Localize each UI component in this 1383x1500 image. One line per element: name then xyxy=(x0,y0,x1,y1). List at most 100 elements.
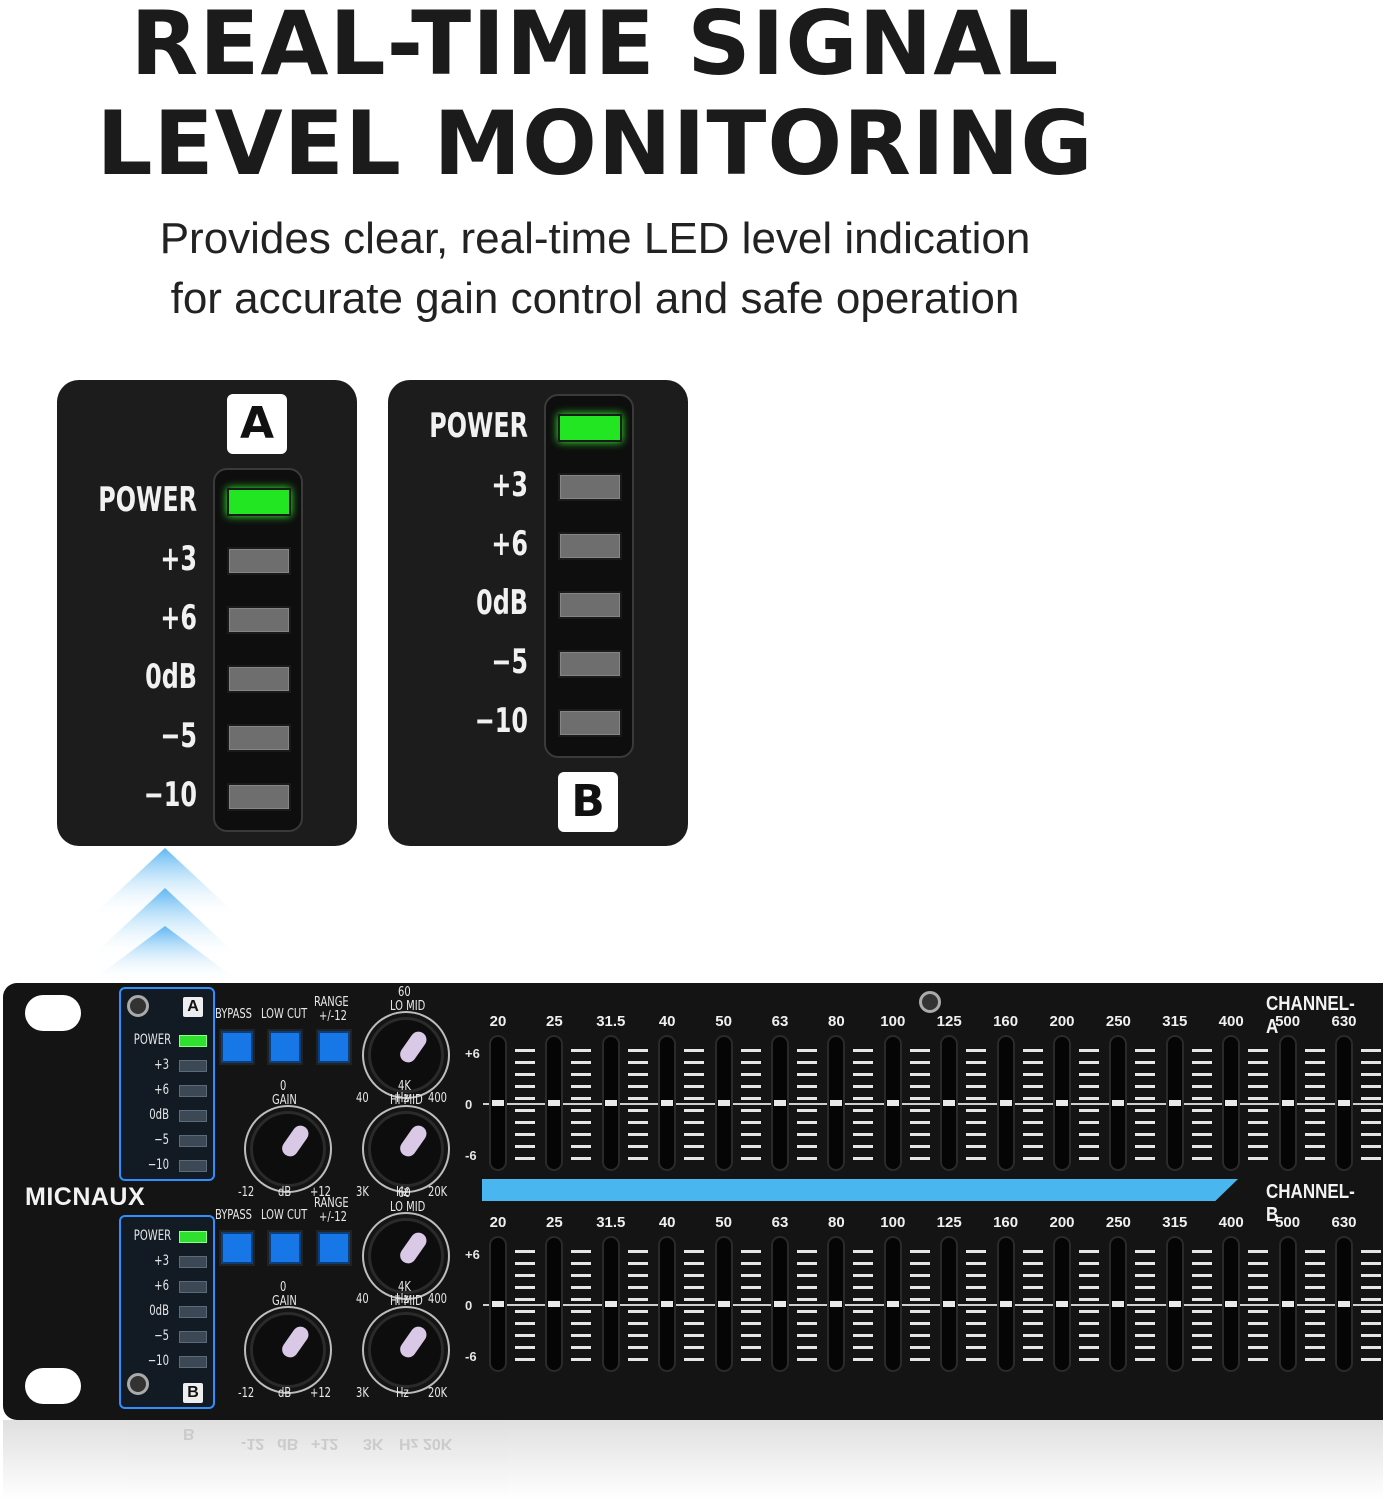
slider-cap[interactable] xyxy=(1168,1100,1181,1106)
slider-cap[interactable] xyxy=(548,1301,561,1307)
slider-cap[interactable] xyxy=(999,1301,1012,1307)
low-cut-button[interactable] xyxy=(269,1031,301,1063)
level-label: −10 xyxy=(474,701,528,741)
slider-cap[interactable] xyxy=(1112,1100,1125,1106)
frequency-slider[interactable] xyxy=(1055,1238,1069,1370)
range-button[interactable] xyxy=(318,1031,350,1063)
level-led xyxy=(227,488,291,516)
slider-cap[interactable] xyxy=(774,1100,786,1106)
slider-cap[interactable] xyxy=(717,1100,730,1106)
frequency-slider[interactable] xyxy=(1111,1238,1126,1370)
zero-line xyxy=(483,1304,1383,1306)
slider-cap[interactable] xyxy=(943,1100,956,1106)
slider-cap[interactable] xyxy=(604,1100,617,1106)
frequency-slider[interactable] xyxy=(1224,1037,1239,1169)
gain-knob[interactable] xyxy=(250,1312,326,1388)
slider-cap[interactable] xyxy=(943,1301,956,1307)
frequency-label: 630 xyxy=(1331,1214,1357,1231)
frequency-slider[interactable] xyxy=(660,1238,675,1370)
lo-mid-knob[interactable] xyxy=(368,1017,444,1093)
frequency-slider[interactable] xyxy=(885,1037,900,1169)
frequency-slider[interactable] xyxy=(547,1037,562,1169)
frequency-slider[interactable] xyxy=(1337,1037,1351,1169)
frequency-slider[interactable] xyxy=(491,1037,505,1169)
mini-level-led xyxy=(179,1160,207,1172)
slider-cap[interactable] xyxy=(774,1301,786,1307)
frequency-slider[interactable] xyxy=(716,1037,731,1169)
gain-knob-label: GAIN xyxy=(272,1294,297,1309)
slider-cap[interactable] xyxy=(1338,1100,1350,1106)
frequency-slider[interactable] xyxy=(942,1037,957,1169)
slider-cap[interactable] xyxy=(492,1100,504,1106)
level-label: −10 xyxy=(143,775,197,815)
frequency-slider[interactable] xyxy=(998,1037,1013,1169)
lo-mid-knob-max: 400 xyxy=(428,1292,447,1307)
hi-mid-knob-label: HI MID xyxy=(390,1294,423,1309)
frequency-slider[interactable] xyxy=(773,1238,787,1370)
lo-mid-knob[interactable] xyxy=(368,1218,444,1294)
range-label: RANGE xyxy=(314,1196,349,1211)
slider-cap[interactable] xyxy=(548,1100,561,1106)
frequency-slider[interactable] xyxy=(716,1238,731,1370)
frequency-slider[interactable] xyxy=(547,1238,562,1370)
hi-mid-knob[interactable] xyxy=(368,1312,444,1388)
slider-cap[interactable] xyxy=(492,1301,504,1307)
level-led xyxy=(558,709,622,737)
slider-cap[interactable] xyxy=(604,1301,617,1307)
frequency-slider[interactable] xyxy=(1280,1037,1295,1169)
slider-cap[interactable] xyxy=(661,1100,674,1106)
frequency-slider[interactable] xyxy=(1167,1037,1182,1169)
slider-cap[interactable] xyxy=(1225,1301,1238,1307)
bypass-button[interactable] xyxy=(221,1031,253,1063)
frequency-slider[interactable] xyxy=(603,1037,618,1169)
gain-knob[interactable] xyxy=(250,1111,326,1187)
slider-cap[interactable] xyxy=(886,1301,899,1307)
frequency-slider[interactable] xyxy=(1224,1238,1239,1370)
db-scale-label: -6 xyxy=(465,1349,477,1364)
slider-cap[interactable] xyxy=(1338,1301,1350,1307)
hi-mid-knob[interactable] xyxy=(368,1111,444,1187)
slider-cap[interactable] xyxy=(1112,1301,1125,1307)
level-led xyxy=(558,414,622,442)
level-led xyxy=(227,665,291,693)
slider-cap[interactable] xyxy=(999,1100,1012,1106)
slider-ticks xyxy=(740,1250,761,1370)
frequency-slider[interactable] xyxy=(829,1238,844,1370)
slider-cap[interactable] xyxy=(1281,1301,1294,1307)
mini-level-led xyxy=(179,1135,207,1147)
low-cut-button[interactable] xyxy=(269,1232,301,1264)
frequency-slider[interactable] xyxy=(1337,1238,1351,1370)
frequency-slider[interactable] xyxy=(603,1238,618,1370)
frequency-slider[interactable] xyxy=(885,1238,900,1370)
frequency-slider[interactable] xyxy=(998,1238,1013,1370)
frequency-slider[interactable] xyxy=(491,1238,505,1370)
bypass-button[interactable] xyxy=(221,1232,253,1264)
slider-cap[interactable] xyxy=(1225,1100,1238,1106)
slider-cap[interactable] xyxy=(830,1100,843,1106)
headline-line-1: REAL-TIME SIGNAL xyxy=(130,0,1060,95)
lo-mid-knob-label: LO MID xyxy=(390,999,426,1014)
gain-knob-pointer xyxy=(279,1323,312,1361)
frequency-slider[interactable] xyxy=(1280,1238,1295,1370)
slider-cap[interactable] xyxy=(830,1301,843,1307)
frequency-slider[interactable] xyxy=(942,1238,957,1370)
mini-level-label: −10 xyxy=(147,1353,169,1369)
frequency-slider[interactable] xyxy=(773,1037,787,1169)
frequency-label: 63 xyxy=(771,1013,789,1030)
range-button[interactable] xyxy=(318,1232,350,1264)
slider-cap[interactable] xyxy=(886,1100,899,1106)
frequency-slider[interactable] xyxy=(829,1037,844,1169)
slider-cap[interactable] xyxy=(1056,1301,1068,1307)
level-label: +6 xyxy=(491,524,528,564)
slider-cap[interactable] xyxy=(661,1301,674,1307)
slider-cap[interactable] xyxy=(717,1301,730,1307)
rack-ear-hole xyxy=(25,1368,81,1404)
led-column-a xyxy=(213,468,303,832)
frequency-slider[interactable] xyxy=(1111,1037,1126,1169)
frequency-slider[interactable] xyxy=(1055,1037,1069,1169)
frequency-slider[interactable] xyxy=(660,1037,675,1169)
slider-cap[interactable] xyxy=(1056,1100,1068,1106)
slider-cap[interactable] xyxy=(1168,1301,1181,1307)
frequency-slider[interactable] xyxy=(1167,1238,1182,1370)
slider-cap[interactable] xyxy=(1281,1100,1294,1106)
